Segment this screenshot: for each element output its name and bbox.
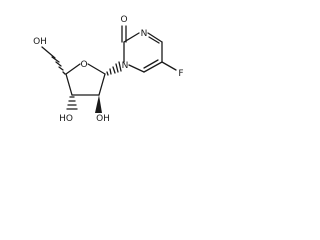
carbonyl-bond [121,25,127,43]
atom-label-hydroxyl-3: HO [59,114,73,124]
ribose-ring [65,63,106,96]
atom-label-n1: N [122,61,129,71]
bond-c3-c4 [65,73,73,96]
bond-c5-c6 [143,61,163,73]
bond-c5-f [161,61,177,71]
bond-n3-c4-inner [148,36,160,44]
chemical-structure-diagram: O N N O F OH HO OH [33,15,184,124]
atom-label-hydroxyl-methyl: OH [33,37,47,47]
atom-label-hydroxyl-2: OH [96,114,110,124]
atom-label-o-ring: O [80,60,87,70]
bond-o4-c1 [87,63,106,75]
atom-label-fluorine: F [178,69,183,79]
bond-n3-c4 [147,32,163,43]
hashed-bond-c4-c5 [51,56,66,75]
bond-c5-oh [41,46,56,59]
solid-wedge-c2-oh [95,95,102,113]
atom-label-o-carbonyl: O [120,15,127,25]
bond-c4-o4 [65,63,81,75]
bond-c5-c6-inner [143,59,159,69]
bond-c1-c2 [98,73,106,96]
atom-label-n3: N [141,29,148,39]
hashed-bond-c1-n1 [106,61,122,76]
bond-c6-n1 [128,64,145,73]
hashed-bond-c3-oh [66,96,78,110]
